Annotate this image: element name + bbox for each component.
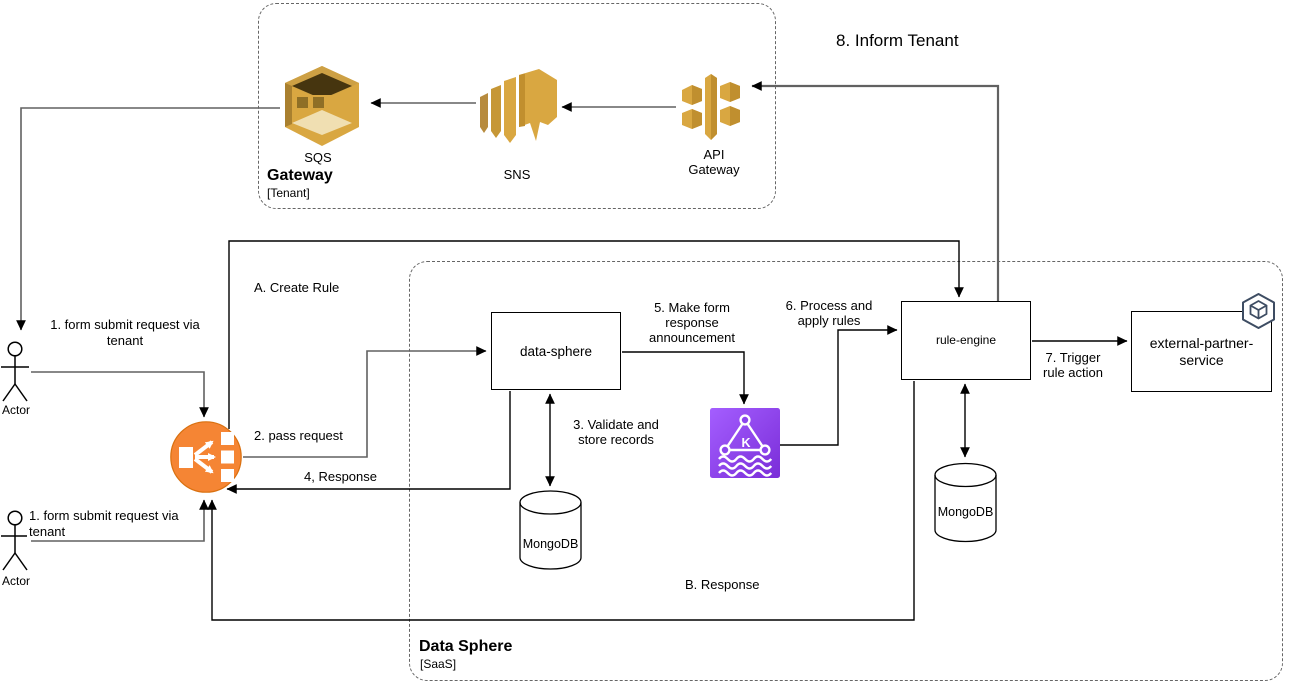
actor-bottom-label: Actor	[2, 574, 31, 588]
edge-inform-tenant	[751, 81, 1000, 301]
mongodb-right-label: MongoDB	[937, 505, 994, 519]
actor-stick-figure-icon	[1, 510, 29, 571]
msk-letter: K	[741, 436, 750, 450]
edge-sqs-to-actor	[16, 107, 280, 331]
elastic-load-balancer-icon	[170, 421, 242, 493]
tenant-group	[258, 3, 776, 209]
label-form-submit-bottom: 1. form submit request via tenant	[27, 508, 181, 540]
database-cylinder-icon	[519, 490, 582, 570]
node-external-partner-service: external-partner- service	[1131, 311, 1272, 392]
edge-process-apply	[780, 325, 898, 446]
label-create-rule: A. Create Rule	[254, 280, 340, 295]
label-process-apply: 6. Process and apply rules	[785, 298, 873, 328]
edge-response-4	[226, 391, 511, 494]
edge-response-b	[207, 381, 915, 621]
label-trigger-action: 7. Trigger rule action	[1043, 350, 1103, 380]
amazon-msk-kafka-icon: K	[710, 408, 780, 478]
label-inform-tenant: 8. Inform Tenant	[836, 31, 959, 50]
actor-top-label: Actor	[2, 403, 31, 417]
edge-actor-top-to-lb	[31, 371, 209, 418]
saas-group	[409, 261, 1283, 681]
module-cube-icon	[1242, 293, 1275, 329]
database-cylinder-icon	[934, 462, 997, 543]
sqs-label: SQS	[304, 150, 332, 165]
label-validate-store: 3. Validate and store records	[573, 417, 659, 447]
saas-group-subtitle: [SaaS]	[420, 657, 457, 671]
label-response-4: 4, Response	[302, 469, 379, 484]
actor-stick-figure-icon	[1, 341, 29, 402]
edge-actor-bottom-to-lb	[31, 499, 209, 542]
edge-announcement	[622, 351, 749, 405]
label-form-submit-top: 1. form submit request via tenant	[48, 317, 202, 349]
sns-label: SNS	[503, 167, 531, 182]
label-pass-request: 2. pass request	[252, 428, 345, 443]
tenant-group-title: Gateway	[267, 167, 333, 184]
api-gateway-icon	[682, 74, 740, 140]
mongodb-left-label: MongoDB	[522, 537, 579, 551]
node-data-sphere: data-sphere	[491, 312, 621, 390]
edge-pass-request	[243, 346, 487, 458]
api-gateway-label: API Gateway	[688, 147, 740, 177]
sns-topic-icon	[480, 69, 557, 143]
saas-group-title: Data Sphere	[419, 638, 513, 655]
edge-create-rule	[228, 240, 964, 429]
sqs-queue-icon	[285, 66, 359, 146]
node-rule-engine: rule-engine	[901, 301, 1031, 380]
label-announcement: 5. Make form response announcement	[648, 300, 736, 345]
label-response-b: B. Response	[685, 577, 760, 592]
tenant-group-subtitle: [Tenant]	[267, 186, 310, 200]
